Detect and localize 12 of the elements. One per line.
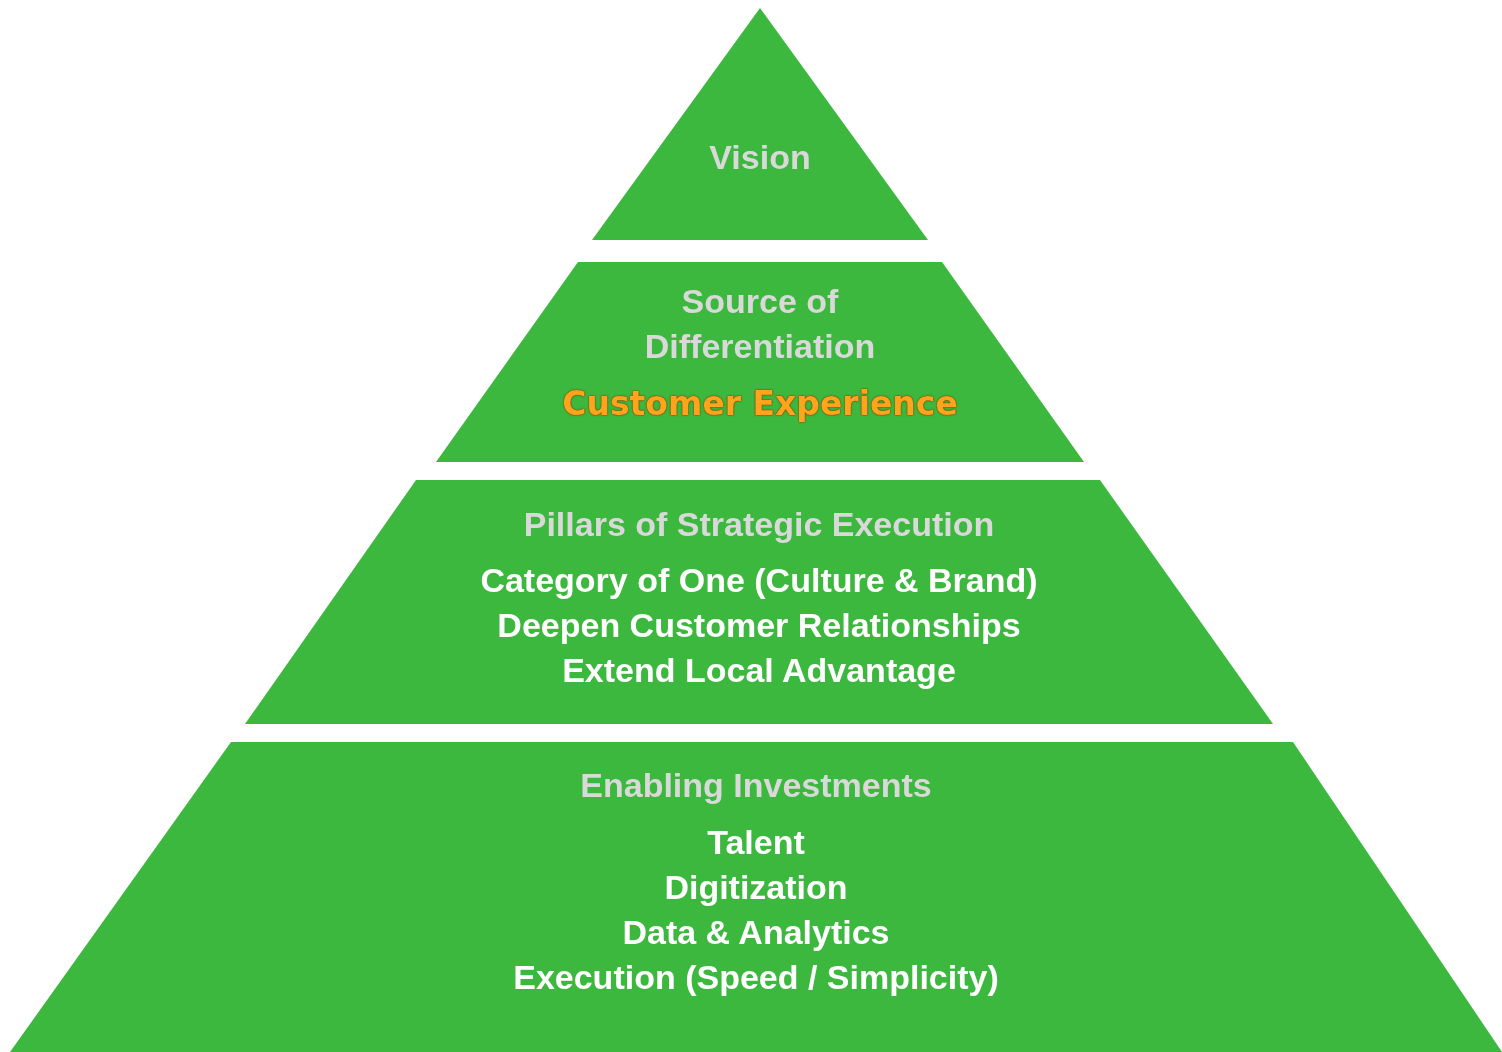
tier-item: Deepen Customer Relationships [496, 605, 1022, 646]
tier-item: Digitization [663, 867, 849, 908]
tier-item: Data & Analytics [621, 912, 891, 953]
tier-heading: Source of Differentiation [643, 281, 877, 367]
tier-item: Extend Local Advantage [561, 650, 957, 691]
tier-heading: Vision [708, 137, 812, 178]
tier-item: Category of One (Culture & Brand) [479, 560, 1039, 601]
tier-heading: Enabling Investments [579, 765, 933, 806]
tier-heading: Pillars of Strategic Execution [522, 504, 996, 545]
tier-item: Execution (Speed / Simplicity) [512, 957, 1000, 998]
highlight-text: Customer Experience [561, 383, 959, 425]
tier-item: Talent [706, 822, 806, 863]
